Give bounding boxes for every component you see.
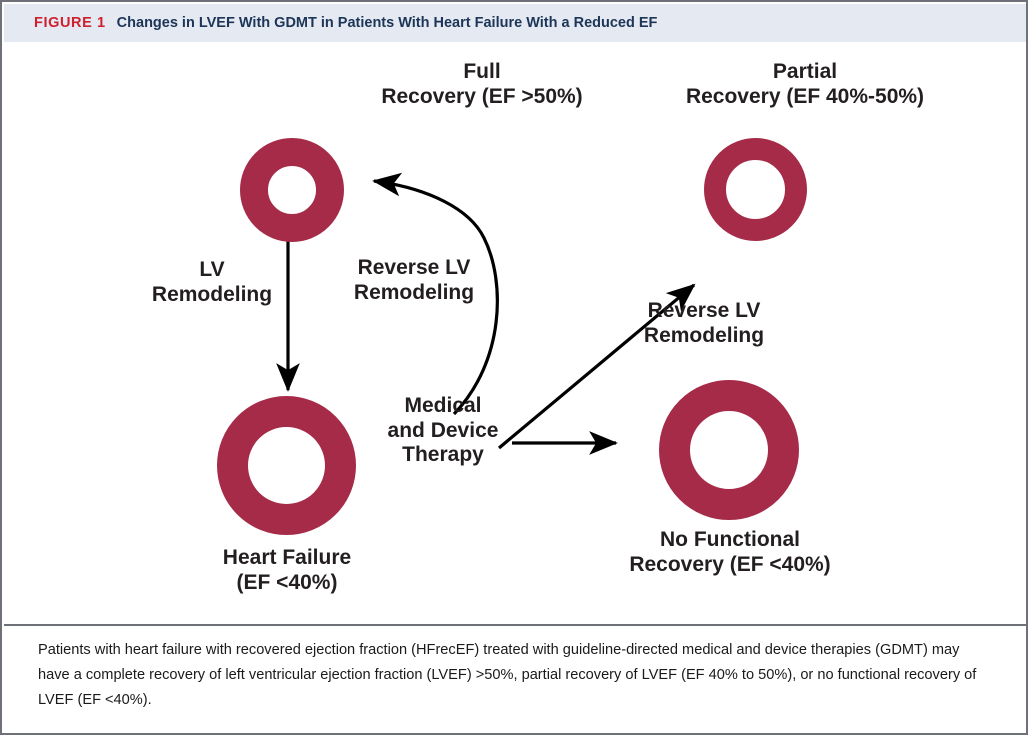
caption-divider xyxy=(4,624,1026,626)
donut-partial-recovery xyxy=(704,138,807,241)
figure-number-label: FIGURE 1 xyxy=(34,15,106,31)
arrow-reverse-lv-remodeling-diagonal xyxy=(497,283,696,450)
label-full-recovery: Full Recovery (EF >50%) xyxy=(381,60,583,108)
figure-caption: Patients with heart failure with recover… xyxy=(38,642,977,709)
donut-heart-failure xyxy=(217,396,356,535)
label-reverse-lv-remodeling-partial: Reverse LV Remodeling xyxy=(643,299,765,347)
figure-header: FIGURE 1 Changes in LVEF With GDMT in Pa… xyxy=(4,4,1026,42)
donut-full-recovery xyxy=(240,138,344,242)
arrow-reverse-lv-remodeling-curved xyxy=(372,172,499,416)
diagram-arrows-layer xyxy=(276,172,696,455)
label-no-functional-recovery: No Functional Recovery (EF <40%) xyxy=(629,528,831,576)
diagram-canvas: Full Recovery (EF >50%) Partial Recovery… xyxy=(4,42,1026,624)
label-reverse-lv-remodeling-full: Reverse LV Remodeling xyxy=(353,256,475,304)
label-heart-failure: Heart Failure (EF <40%) xyxy=(222,546,352,594)
label-partial-recovery: Partial Recovery (EF 40%-50%) xyxy=(685,60,925,108)
label-medical-device-therapy: Medical and Device Therapy xyxy=(387,394,499,467)
label-lv-remodeling: LV Remodeling xyxy=(151,258,273,306)
donut-no-functional-recovery xyxy=(659,380,799,520)
figure-title: Changes in LVEF With GDMT in Patients Wi… xyxy=(116,15,658,31)
